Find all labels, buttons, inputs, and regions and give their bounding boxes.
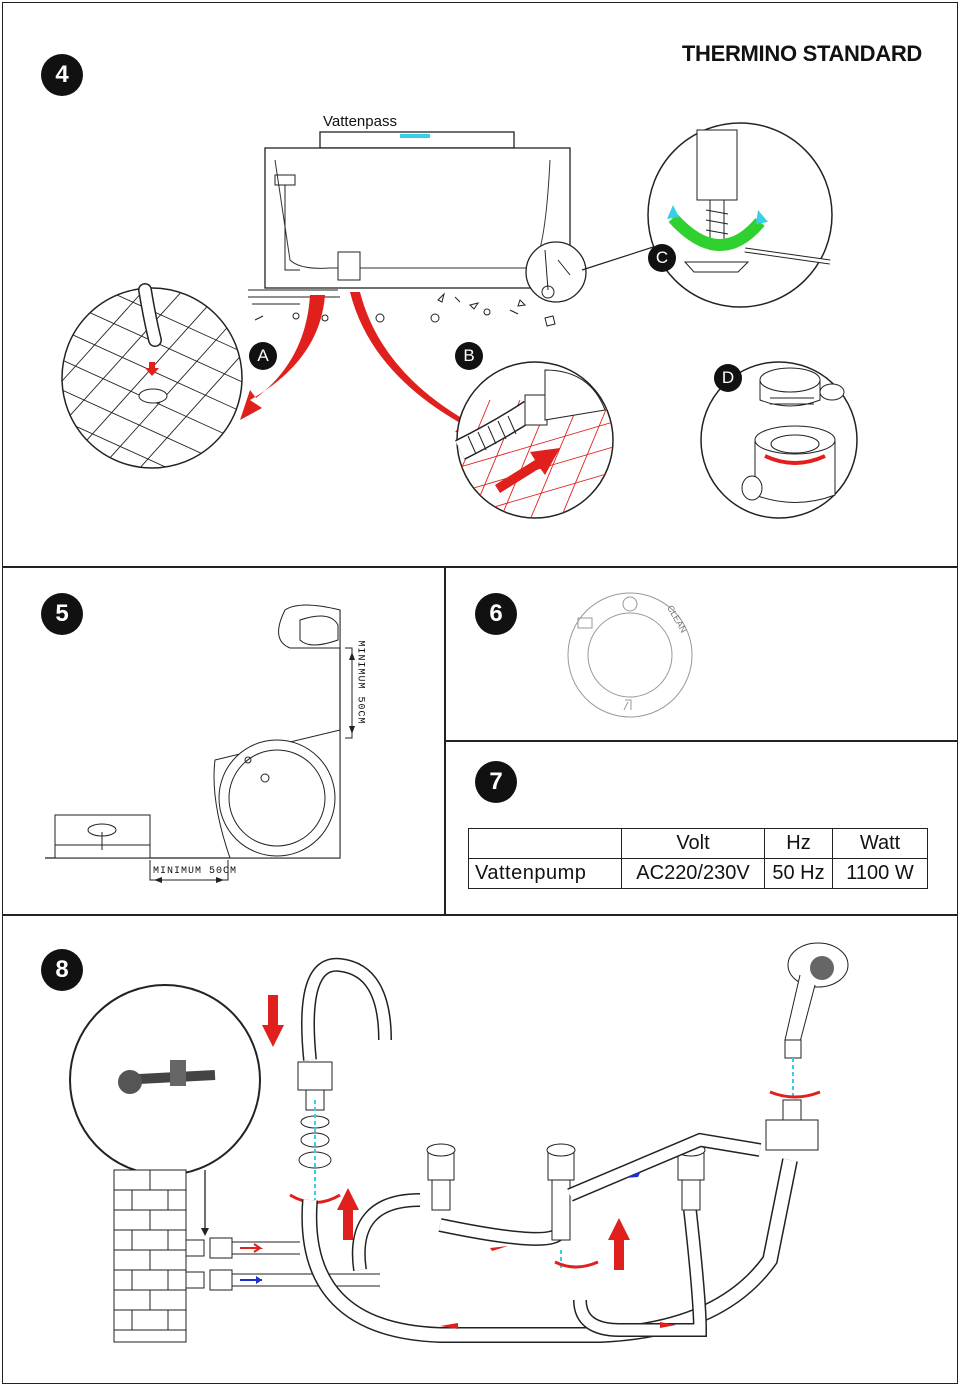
document-title: THERMINO STANDARD <box>681 41 922 66</box>
table-header-cell: Watt <box>832 828 928 859</box>
step-number-8: 8 <box>41 949 83 991</box>
step-number-6: 6 <box>475 593 517 635</box>
table-cell: 50 Hz <box>764 858 833 889</box>
callout-b: B <box>455 342 483 370</box>
pump-spec-table: Volt Hz Watt Vattenpump AC220/230V 50 Hz… <box>468 828 928 889</box>
callout-d: D <box>714 364 742 392</box>
table-cell: Vattenpump <box>468 858 622 889</box>
panel-step-8 <box>2 914 958 1384</box>
panel-step-6 <box>444 566 958 742</box>
table-header-cell: Hz <box>764 828 833 859</box>
clearance-horizontal-label: MINIMUM 50CM <box>153 866 238 877</box>
step-number-5: 5 <box>41 593 83 635</box>
level-label: Vattenpass <box>323 113 397 130</box>
step-6-dial <box>567 592 693 718</box>
panel-step-4 <box>2 2 958 568</box>
panel-step-7 <box>444 740 958 916</box>
table-header-cell: Volt <box>621 828 765 859</box>
step-number-4: 4 <box>41 54 83 96</box>
step-5-illustration <box>45 604 355 883</box>
step-4-illustration <box>61 122 858 519</box>
table-header-row: Volt Hz Watt <box>468 828 928 859</box>
table-cell: AC220/230V <box>621 858 765 889</box>
table-cell: 1100 W <box>832 858 928 889</box>
table-row: Vattenpump AC220/230V 50 Hz 1100 W <box>468 858 928 889</box>
callout-a: A <box>249 342 277 370</box>
callout-c: C <box>648 244 676 272</box>
step-number-7: 7 <box>475 761 517 803</box>
